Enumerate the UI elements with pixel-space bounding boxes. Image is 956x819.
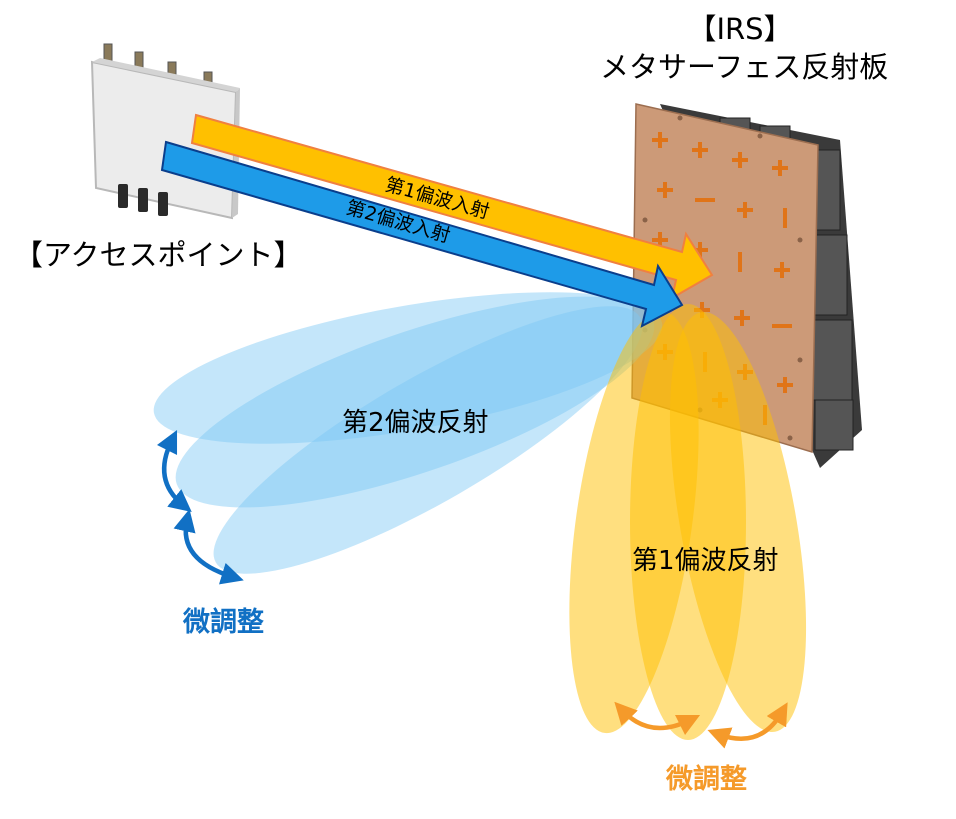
irs-title-line2: メタサーフェス反射板: [600, 50, 889, 84]
pol1-reflection-label: 第1偏波反射: [632, 546, 779, 576]
access-point-label: 【アクセスポイント】: [14, 238, 303, 272]
pol1-reflection-beam: [569, 304, 807, 740]
irs-title-line1: 【IRS】: [687, 12, 793, 46]
irs-title: 【IRS】 メタサーフェス反射板: [600, 10, 889, 86]
adjust-arrow-upper: [156, 429, 192, 513]
adjust-arrow-left: [614, 701, 701, 736]
adjust-arrow-right: [707, 702, 788, 749]
access-point-ports: [118, 184, 168, 216]
orange-fine-adjust-label: 微調整: [666, 764, 747, 795]
pol2-reflection-label: 第2偏波反射: [342, 408, 489, 438]
blue-fine-adjust-label: 微調整: [183, 607, 264, 638]
orange-fine-adjust-arrows: [614, 701, 788, 749]
pol2-reflection-beam: [153, 292, 663, 574]
blue-fine-adjust-arrows: [156, 429, 244, 585]
irs-panel: [631, 103, 862, 468]
pol1-incident-arrow: [190, 113, 714, 300]
pol2-incident-arrow: [160, 140, 684, 328]
adjust-arrow-lower: [173, 509, 244, 585]
